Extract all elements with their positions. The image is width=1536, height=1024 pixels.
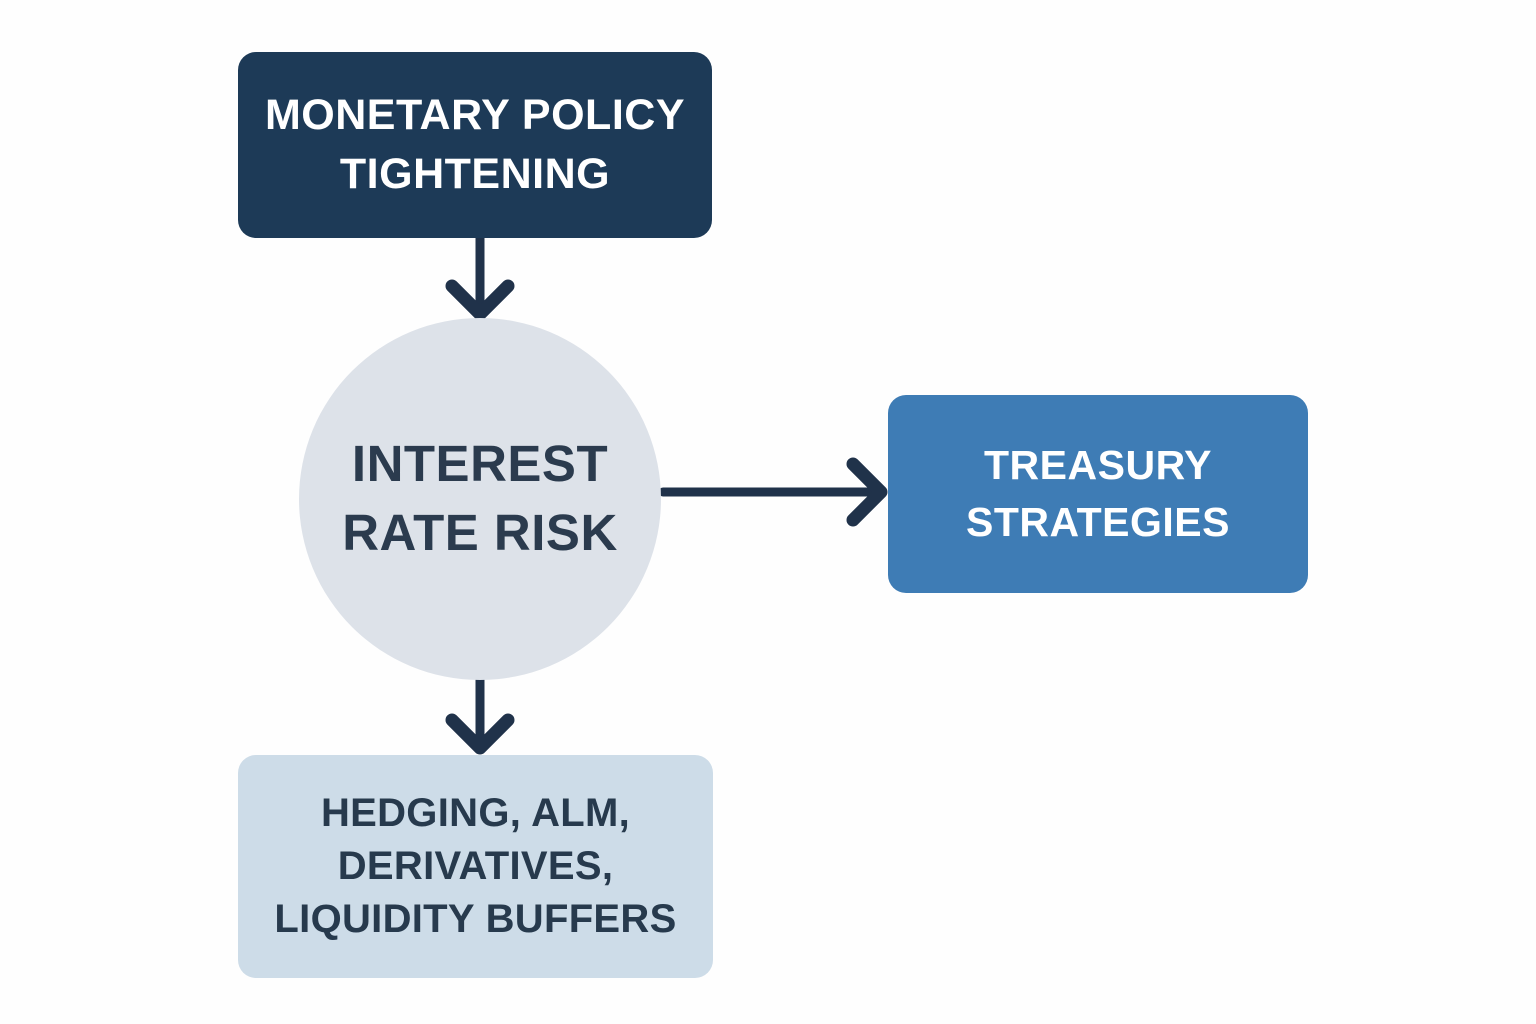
node-label-line: STRATEGIES [966,499,1230,545]
arrow-head-down-icon [445,713,515,755]
node-label-line: HEDGING, ALM, [320,791,631,836]
node-label-line: TIGHTENING [339,150,611,198]
node-label-line: DERIVATIVES, [337,844,614,889]
node-monetary-policy-tightening: MONETARY POLICY TIGHTENING [238,52,712,238]
node-interest-rate-risk: INTEREST RATE RISK [299,318,661,680]
node-label-line: LIQUIDITY BUFFERS [274,896,677,941]
node-label-line: TREASURY [984,441,1212,488]
node-risk-mitigation-tools: HEDGING, ALM, DERIVATIVES, LIQUIDITY BUF… [238,755,713,978]
node-label-line: INTEREST [351,435,609,493]
arrow-head-right-icon [846,457,888,527]
arrow-risk-to-mitigation [445,675,515,755]
arrow-monetary-to-risk [445,233,515,321]
node-label-line: MONETARY POLICY [264,90,685,139]
node-label-line: RATE RISK [342,504,618,561]
arrow-risk-to-treasury [658,457,888,527]
arrow-head-down-icon [445,279,515,321]
node-treasury-strategies: TREASURY STRATEGIES [888,395,1308,593]
